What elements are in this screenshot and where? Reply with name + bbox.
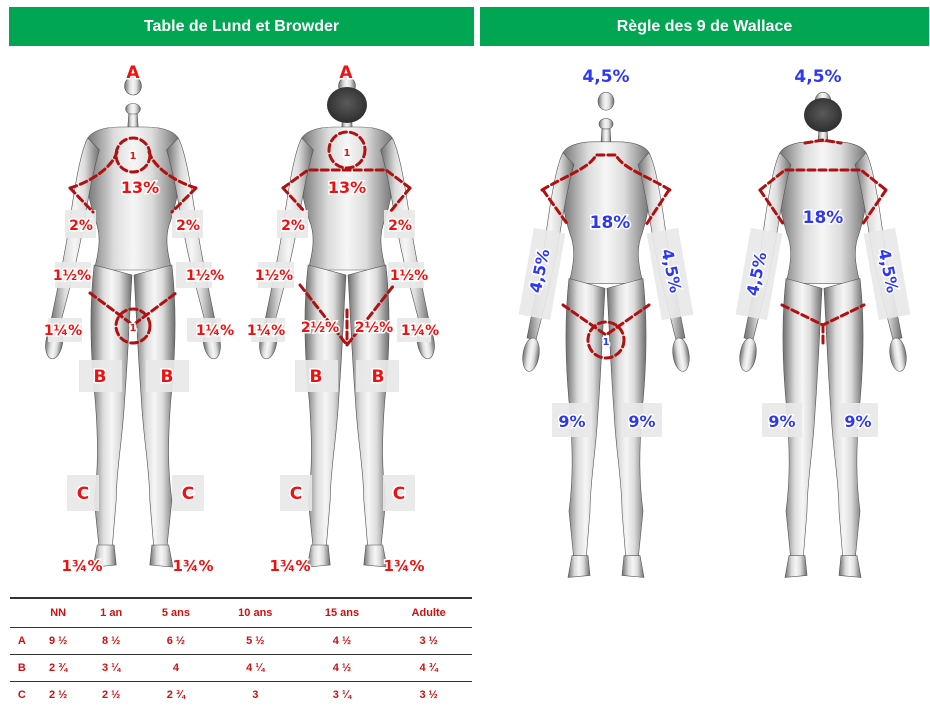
lund-back-thigh-left-label: B (310, 367, 323, 387)
table-header-cell: 15 ans (299, 598, 386, 628)
lund-back-upper-arm-right-label: 2% (388, 218, 412, 234)
table-header-cell (10, 598, 34, 628)
lund-front-hand-left-label: 1¼% (44, 323, 82, 339)
lund-back-upper-arm-left-label: 2% (281, 218, 305, 234)
lund-front-genital-label: 1 (130, 323, 137, 334)
lund-front-forearm-left-label: 1½% (53, 268, 91, 284)
lund-front-thigh-left-label: B (94, 367, 107, 387)
lund-back-foot-right-label: 1¾% (384, 557, 425, 575)
lund-back-head-label: A (339, 63, 353, 83)
lund-front-trunk-label: 13% (121, 178, 159, 197)
lund-front-thigh-right-label: B (161, 367, 174, 387)
table-header-cell: 10 ans (212, 598, 299, 628)
lund-front-upper-arm-right-label: 2% (176, 218, 200, 234)
lund-front-foot-right-label: 1¾% (173, 557, 214, 575)
table-cell: 3 ½ (385, 682, 472, 708)
table-cell: 5 ½ (212, 628, 299, 655)
wallace-back-trunk-label: 18% (803, 208, 844, 228)
lund-back-buttock-left-label: 2½% (301, 320, 339, 336)
wallace-front-leg-right-label: 9% (628, 412, 655, 431)
table-cell: 6 ½ (140, 628, 212, 655)
lund-back-forearm-right-label: 1½% (390, 268, 428, 284)
table-header-cell: NN (34, 598, 83, 628)
table-cell: 3 ¼ (82, 655, 139, 682)
lund-front-leg-right-label: C (182, 484, 194, 504)
table-cell: 2 ¾ (140, 682, 212, 708)
lund-back-trunk-label: 13% (328, 178, 366, 197)
table-cell: 8 ½ (82, 628, 139, 655)
lund-back-leg-right-label: C (393, 484, 405, 504)
table-cell: 2 ½ (82, 682, 139, 708)
table-cell: 4 ¾ (385, 655, 472, 682)
table-cell: A (10, 628, 34, 655)
table-cell: C (10, 682, 34, 708)
wallace-front-trunk-label: 18% (590, 213, 631, 233)
lund-back-foot-left-label: 1¾% (270, 557, 311, 575)
table-cell: 3 (212, 682, 299, 708)
lund-front-upper-arm-left-label: 2% (69, 218, 93, 234)
table-cell: 3 ½ (385, 628, 472, 655)
table-cell: B (10, 655, 34, 682)
lund-back-buttock-right-label: 2½% (355, 320, 393, 336)
lund-back-neck-label: 1 (344, 148, 351, 159)
wallace-front-genital-label: 1 (603, 337, 610, 348)
lund-front-neck-label: 1 (130, 151, 137, 162)
lund-front-hand-right-label: 1¼% (196, 323, 234, 339)
table-cell: 4 ¼ (212, 655, 299, 682)
lund-back-thigh-right-label: B (372, 367, 385, 387)
table-header-cell: Adulte (385, 598, 472, 628)
table-header-cell: 1 an (82, 598, 139, 628)
table-cell: 3 ¼ (299, 682, 386, 708)
wallace-back-figure (736, 92, 911, 577)
lund-back-leg-left-label: C (290, 484, 302, 504)
lund-back-forearm-left-label: 1½% (255, 268, 293, 284)
table-row: C 2 ½ 2 ½ 2 ¾ 3 3 ¼ 3 ½ (10, 682, 472, 708)
lund-front-leg-left-label: C (77, 484, 89, 504)
table-cell: 2 ¾ (34, 655, 83, 682)
wallace-front-head-label: 4,5% (582, 67, 629, 87)
table-cell: 4 ½ (299, 655, 386, 682)
table-row: B 2 ¾ 3 ¼ 4 4 ¼ 4 ½ 4 ¾ (10, 655, 472, 682)
table-cell: 4 (140, 655, 212, 682)
lund-front-foot-left-label: 1¾% (62, 557, 103, 575)
wallace-front-leg-left-label: 9% (558, 412, 585, 431)
lund-back-hand-right-label: 1¼% (401, 323, 439, 339)
lund-front-forearm-right-label: 1½% (186, 268, 224, 284)
lund-front-head-label: A (126, 63, 140, 83)
age-percentage-table: NN 1 an 5 ans 10 ans 15 ans Adulte A 9 ½… (10, 597, 472, 708)
table-cell: 4 ½ (299, 628, 386, 655)
wallace-front-figure (519, 92, 694, 577)
table-header-row: NN 1 an 5 ans 10 ans 15 ans Adulte (10, 598, 472, 628)
table-cell: 9 ½ (34, 628, 83, 655)
wallace-back-leg-right-label: 9% (844, 412, 871, 431)
table-header-cell: 5 ans (140, 598, 212, 628)
table-cell: 2 ½ (34, 682, 83, 708)
wallace-back-leg-left-label: 9% (768, 412, 795, 431)
table-row: A 9 ½ 8 ½ 6 ½ 5 ½ 4 ½ 3 ½ (10, 628, 472, 655)
wallace-back-head-label: 4,5% (794, 67, 841, 87)
lund-back-hand-left-label: 1¼% (247, 323, 285, 339)
